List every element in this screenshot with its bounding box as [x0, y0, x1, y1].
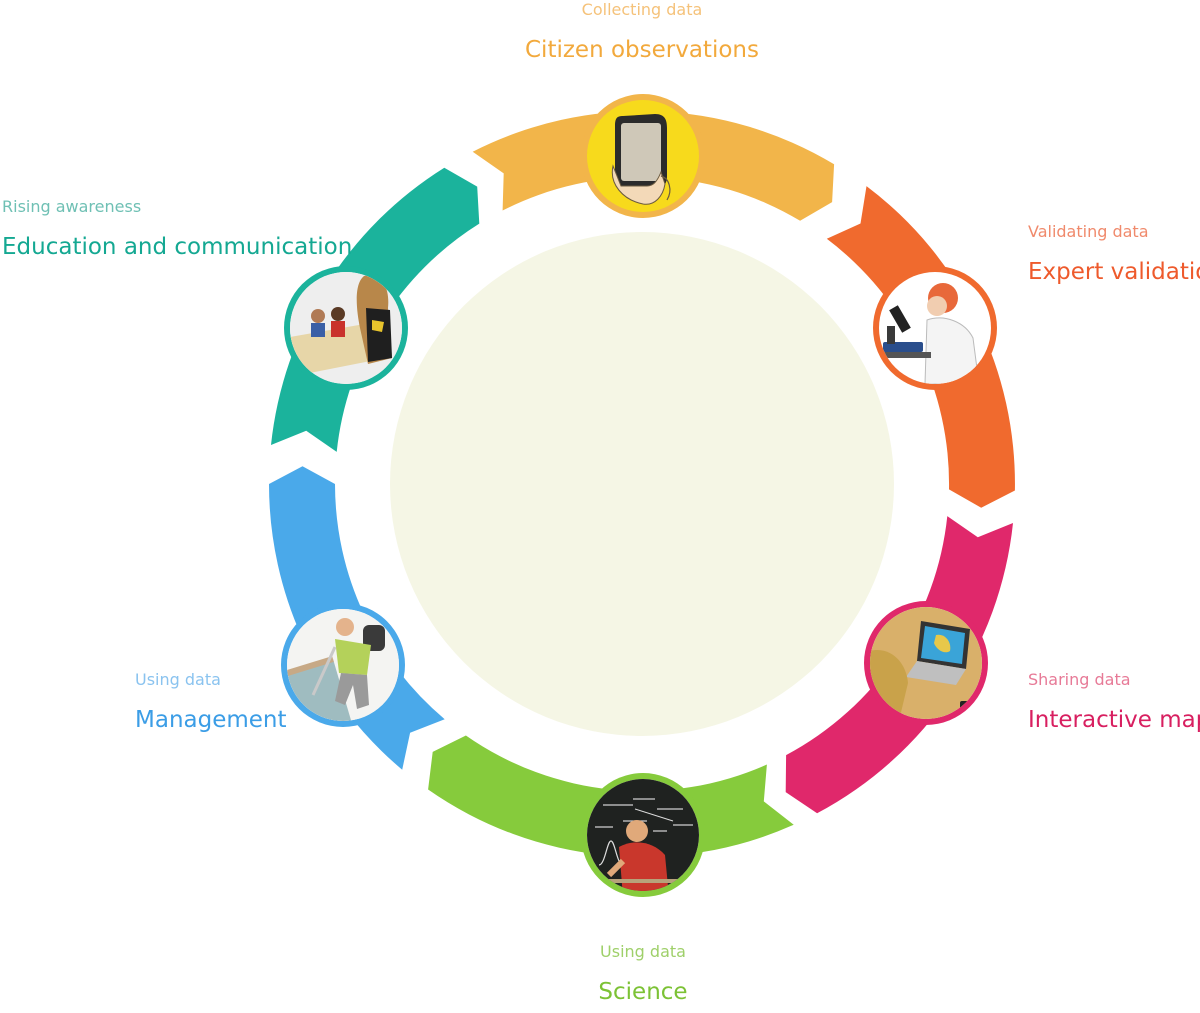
stage-node-collecting [581, 94, 705, 218]
microscope-scientist-icon [879, 283, 980, 384]
stage-label-collecting: Collecting data Citizen observations [0, 0, 1200, 63]
stage-node-validating [873, 266, 997, 390]
stage-node-science [581, 773, 705, 897]
chalkboard-scientist-icon [587, 779, 699, 891]
stage-node-education [284, 266, 408, 390]
stage-title: Management [135, 707, 287, 733]
stage-subtitle: Sharing data [1028, 670, 1131, 689]
center-circle [390, 232, 894, 736]
stage-subtitle: Using data [135, 670, 221, 689]
stage-label-science: Using data Science [0, 942, 1200, 1005]
stage-title: Science [598, 979, 688, 1005]
stage-subtitle: Collecting data [581, 0, 703, 19]
stage-title: Citizen observations [525, 37, 759, 63]
stage-nodes [281, 94, 997, 897]
smartphone-hand-icon [611, 114, 671, 205]
stage-label-sharing: Sharing data Interactive map [1028, 670, 1200, 733]
stage-subtitle: Validating data [1028, 222, 1149, 241]
stage-title: Expert validation [1028, 259, 1200, 285]
classroom-icon [290, 272, 402, 384]
stage-label-management: Using data Management [135, 670, 287, 733]
stage-label-validating: Validating data Expert validation [1028, 222, 1200, 285]
stage-subtitle: Rising awareness [2, 197, 142, 216]
stage-title: Education and communication [2, 234, 353, 260]
field-worker-icon [287, 609, 399, 721]
stage-title: Interactive map [1028, 707, 1200, 733]
stage-label-education: Rising awareness Education and communica… [2, 197, 352, 260]
stage-node-management [281, 603, 405, 727]
laptop-map-icon [870, 607, 982, 719]
stage-node-sharing [864, 601, 988, 725]
stage-subtitle: Using data [600, 942, 686, 961]
